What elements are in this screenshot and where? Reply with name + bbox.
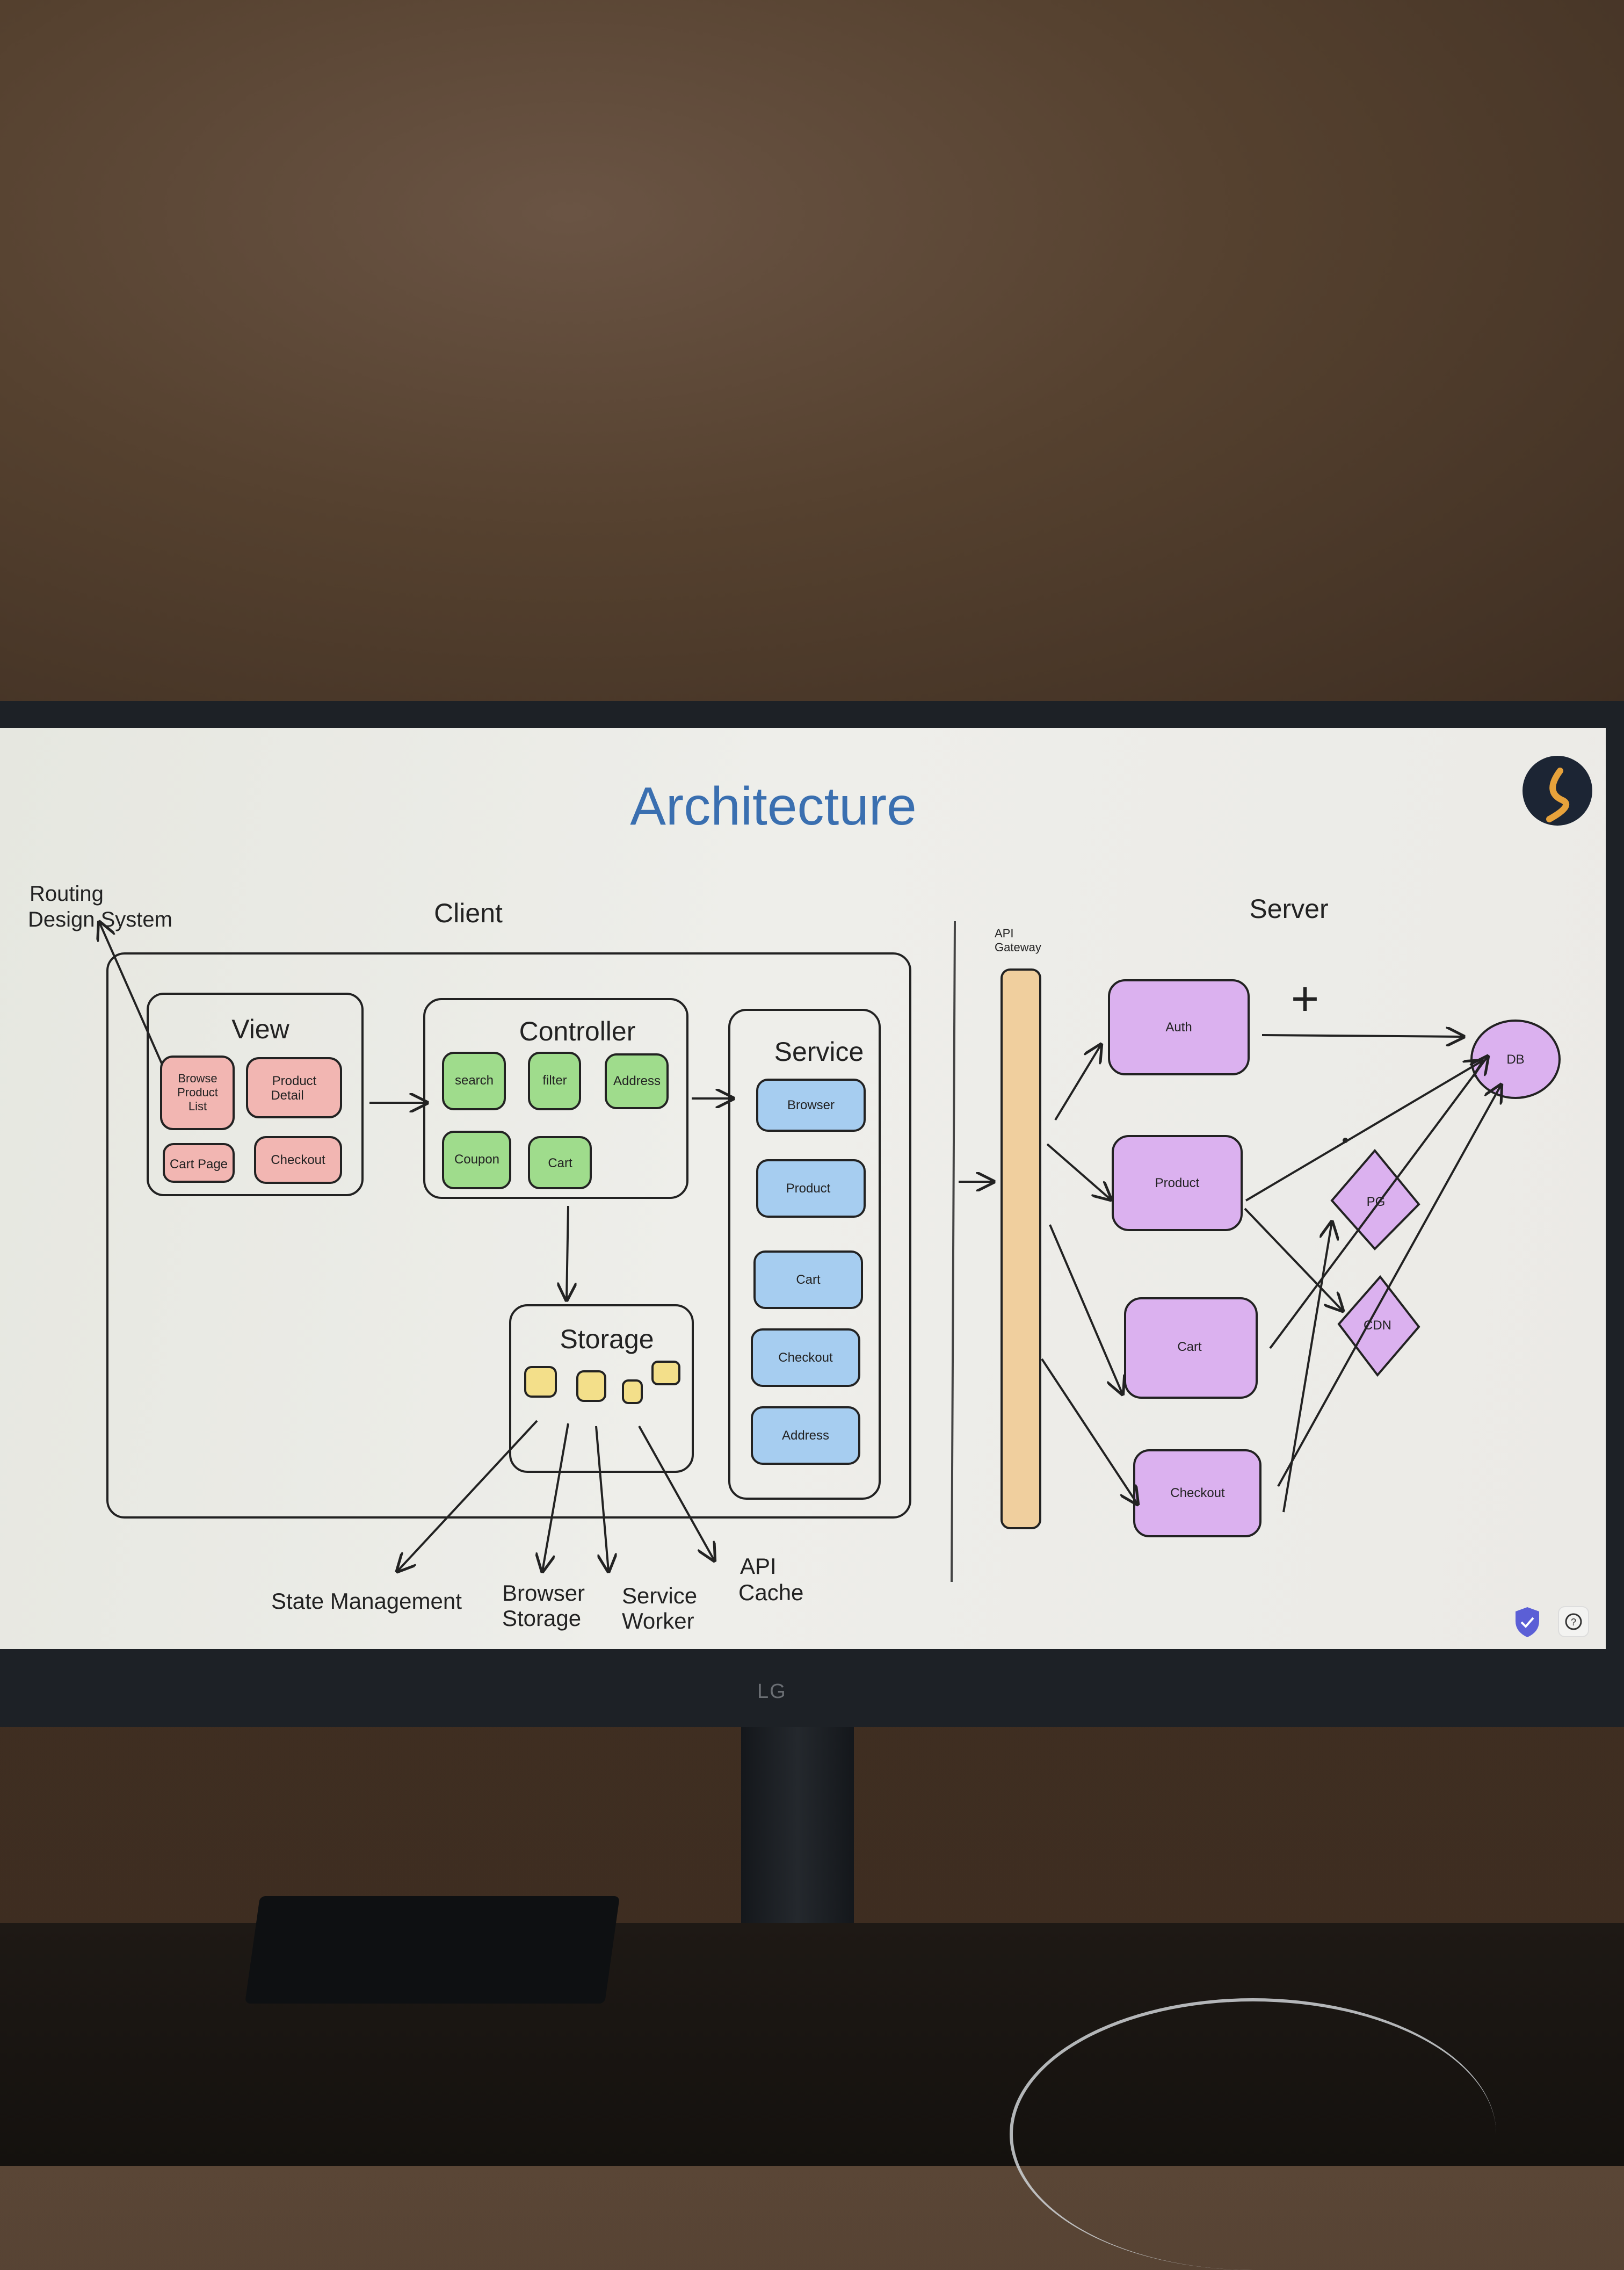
service-group: Service Browser Product Cart Checkout Ad…	[728, 1009, 881, 1500]
storage-block	[622, 1379, 643, 1404]
view-item-label: List	[189, 1100, 207, 1113]
server-item-label: Product	[1155, 1176, 1200, 1190]
service-item-label: Checkout	[778, 1350, 833, 1365]
api-gateway-label-line2: Gateway	[995, 941, 1041, 954]
controller-search[interactable]	[442, 1052, 506, 1110]
browser-storage-label-line2: Storage	[502, 1606, 581, 1631]
view-product-detail[interactable]	[246, 1057, 342, 1118]
view-item-label: Product	[272, 1074, 317, 1088]
storage-block	[576, 1370, 606, 1402]
controller-item-label: Cart	[548, 1156, 572, 1170]
view-item-label: Cart Page	[170, 1157, 228, 1172]
controller-item-label: Address	[613, 1074, 661, 1088]
server-auth[interactable]	[1108, 979, 1250, 1075]
server-heading: Server	[1249, 894, 1328, 924]
view-item-label: Detail	[271, 1088, 303, 1103]
service-browser[interactable]	[756, 1079, 866, 1132]
browser-storage-label-line1: Browser	[502, 1580, 585, 1606]
service-product[interactable]	[756, 1159, 866, 1218]
server-cart[interactable]	[1124, 1297, 1258, 1399]
page-title: Architecture	[630, 776, 917, 836]
controller-filter[interactable]	[528, 1052, 581, 1110]
controller-item-label: Coupon	[454, 1152, 499, 1167]
server-pg[interactable]	[1330, 1148, 1420, 1250]
help-icon[interactable]: ?	[1558, 1606, 1589, 1637]
service-item-label: Browser	[787, 1098, 835, 1112]
controller-address[interactable]	[605, 1053, 669, 1109]
storage-group: Storage	[509, 1304, 694, 1473]
monitor-brand-logo: LG	[757, 1680, 787, 1703]
architecture-diagram: Architecture Routing Design System Clien…	[28, 756, 1592, 1637]
controller-cart[interactable]	[528, 1136, 592, 1189]
view-cart-page[interactable]	[163, 1143, 235, 1183]
plus-symbol: +	[1291, 972, 1320, 1026]
monitor-screen: Architecture Routing Design System Clien…	[0, 728, 1606, 1649]
api-cache-label-line1: API	[740, 1553, 777, 1579]
server-item-label: Auth	[1165, 1020, 1192, 1035]
service-worker-label-line2: Worker	[622, 1608, 694, 1633]
server-side-label: DB	[1506, 1052, 1524, 1067]
server-cdn[interactable]	[1337, 1275, 1420, 1377]
routing-label: Routing	[30, 882, 104, 906]
router-device	[244, 1896, 620, 2004]
view-item-label: Checkout	[271, 1153, 325, 1167]
view-item-label: Product	[177, 1086, 218, 1099]
server-item-label: Cart	[1177, 1340, 1202, 1354]
svg-text:?: ?	[1571, 1617, 1576, 1628]
controller-coupon[interactable]	[442, 1131, 511, 1189]
storage-block	[651, 1361, 680, 1385]
service-address[interactable]	[751, 1406, 860, 1465]
service-item-label: Address	[782, 1428, 829, 1443]
view-item-label: Browse	[178, 1072, 217, 1085]
view-browse-product-list[interactable]	[160, 1056, 235, 1130]
client-heading: Client	[434, 898, 503, 928]
view-checkout[interactable]	[254, 1136, 342, 1184]
wall-background	[0, 0, 1624, 709]
design-system-label: Design System	[28, 908, 172, 931]
controller-group: Controller search filter Address Coupon …	[423, 998, 688, 1199]
controller-item-label: filter	[542, 1073, 567, 1088]
view-title: View	[231, 1014, 289, 1044]
controller-item-label: search	[455, 1073, 494, 1088]
storage-block	[524, 1366, 557, 1398]
service-title: Service	[774, 1037, 864, 1067]
service-cart[interactable]	[753, 1250, 863, 1309]
shield-check-icon[interactable]	[1516, 1607, 1539, 1637]
service-worker-label-line1: Service	[622, 1583, 697, 1608]
view-group: View Browse Product List Product Detail …	[147, 993, 364, 1196]
state-management-label: State Management	[271, 1588, 462, 1614]
service-checkout[interactable]	[751, 1328, 860, 1387]
client-server-divider	[951, 921, 956, 1582]
storage-title: Storage	[560, 1324, 654, 1354]
server-item-label: Checkout	[1170, 1486, 1225, 1500]
controller-title: Controller	[519, 1016, 636, 1046]
cable	[1010, 1998, 1496, 2270]
service-item-label: Cart	[796, 1273, 821, 1287]
api-gateway-label-line1: API	[995, 927, 1013, 940]
client-boundary	[106, 952, 911, 1519]
api-gateway-bar[interactable]	[1001, 968, 1041, 1529]
service-item-label: Product	[786, 1181, 831, 1196]
logo-icon[interactable]	[1523, 756, 1592, 826]
api-cache-label-line2: Cache	[738, 1580, 803, 1605]
